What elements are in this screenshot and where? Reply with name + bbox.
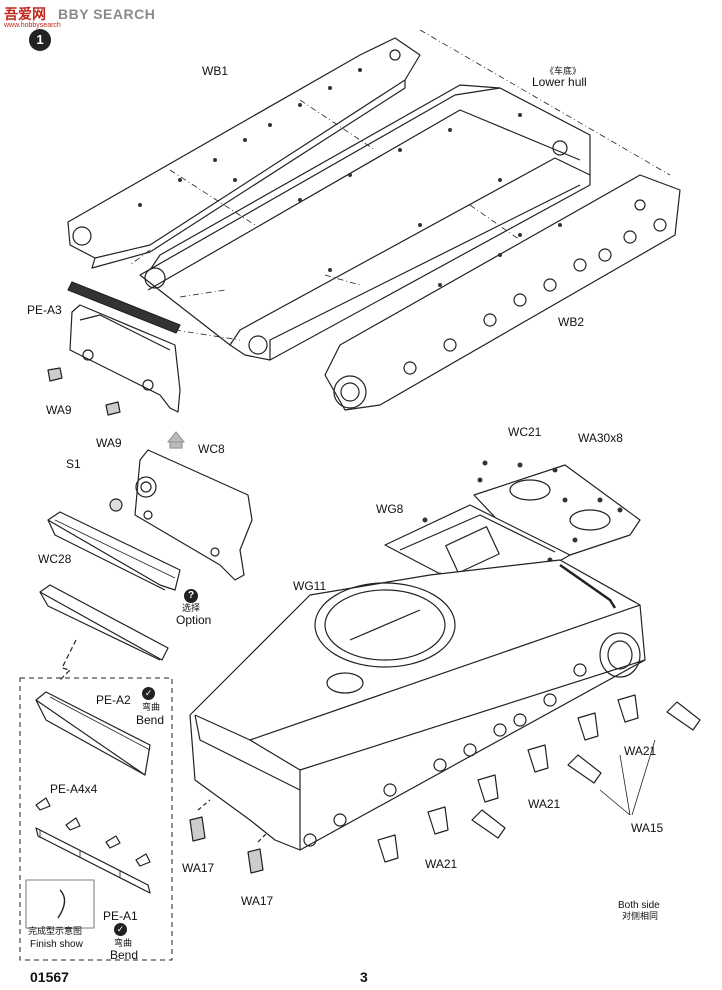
watermark-chinese: 吾爱网 (4, 6, 46, 22)
label-finish-cn: 完成型示意图 (28, 926, 83, 936)
wc8-plate (109, 449, 253, 581)
label-bend-cn-1: 弯曲 (142, 702, 161, 712)
label-wa17-a: WA17 (182, 861, 215, 875)
label-wb2: WB2 (558, 315, 585, 329)
bend-icon-1: ✓ (142, 687, 155, 700)
label-wa21-b: WA21 (528, 797, 561, 811)
label-lower-hull: Lower hull (532, 75, 587, 89)
label-finish-show: Finish show (30, 939, 83, 950)
pe-a1-strip (35, 827, 151, 894)
label-pe-a2: PE-A2 (96, 693, 131, 707)
label-bend-cn-2: 弯曲 (114, 938, 133, 948)
up-arrow (167, 431, 185, 449)
finish-box (25, 879, 95, 929)
label-wa17-b: WA17 (241, 894, 274, 908)
pe-a3-assembly (47, 281, 181, 416)
option-box (19, 677, 173, 961)
label-pe-a1: PE-A1 (103, 909, 138, 923)
label-both-side-cn: 对侧相同 (622, 911, 659, 921)
wa15-parts (471, 701, 701, 839)
step-number: 1 (29, 29, 51, 51)
wg11-upper-hull (189, 559, 646, 851)
label-wc8: WC8 (198, 442, 225, 456)
label-wc28: WC28 (38, 552, 72, 566)
watermark-logo: 吾爱网 www.hobbysearch BBY SEARCH (4, 4, 155, 29)
label-pe-a3: PE-A3 (27, 303, 62, 317)
label-wa30x8: WA30x8 (578, 431, 623, 445)
label-wg11: WG11 (293, 579, 327, 593)
label-wa21-c: WA21 (425, 857, 458, 871)
lower-hull (139, 84, 591, 361)
product-code: 01567 (30, 969, 69, 985)
label-wa9-b: WA9 (96, 436, 122, 450)
label-wa21-a: WA21 (624, 744, 657, 758)
label-bend-2: Bend (110, 948, 139, 962)
label-bend-1: Bend (136, 713, 165, 727)
pe-a4-brackets (35, 797, 151, 867)
label-wc21: WC21 (508, 425, 542, 439)
wc28-fender (47, 511, 181, 591)
label-wg8: WG8 (376, 502, 404, 516)
bend-icon-2: ✓ (114, 923, 127, 936)
page-number: 3 (360, 969, 368, 985)
watermark-url: www.hobbysearch (4, 22, 61, 29)
label-wa9-a: WA9 (46, 403, 72, 417)
wb2-side-panel (324, 174, 681, 411)
wb1-side-panel (67, 37, 421, 269)
label-pe-a4x4: PE-A4x4 (50, 782, 98, 796)
label-option-cn: 选择 (182, 603, 201, 613)
label-option: Option (176, 613, 212, 627)
label-s1: S1 (66, 457, 81, 471)
watermark-english: BBY SEARCH (58, 6, 156, 22)
label-wa15: WA15 (631, 821, 664, 835)
label-lower-hull-cn: 《车底》 (544, 66, 581, 76)
label-wb1: WB1 (202, 64, 229, 78)
label-both-side: Both side (618, 900, 660, 911)
option-fender (39, 584, 169, 681)
pe-a2-strip (35, 691, 151, 776)
option-question-icon: ? (184, 589, 198, 603)
wa21-brackets (377, 694, 639, 863)
